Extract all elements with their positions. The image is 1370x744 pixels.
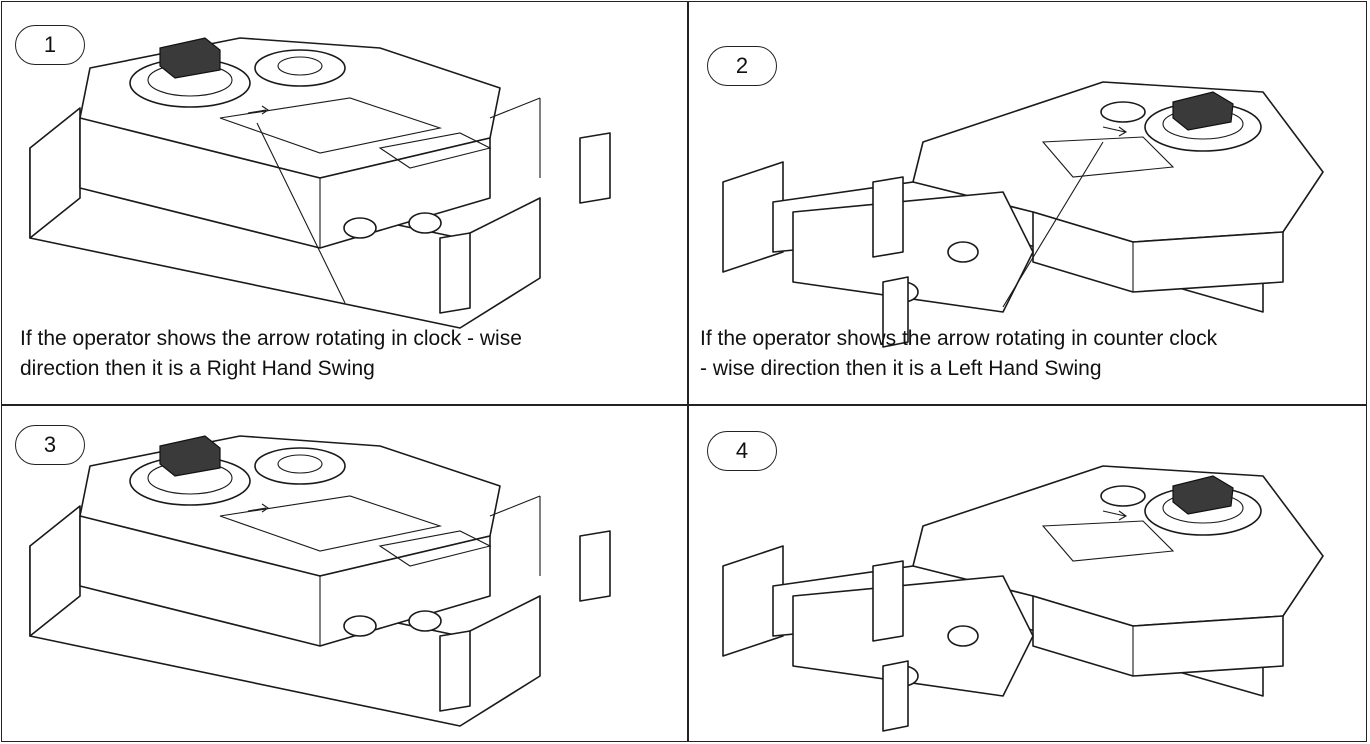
caption-line-1: If the operator shows the arrow rotating… bbox=[700, 327, 1218, 350]
panel-4: 4 bbox=[688, 406, 1368, 742]
panel-number-badge: 4 bbox=[707, 431, 777, 471]
panel-1: 1 If the operator shows the arrow rotati… bbox=[2, 2, 687, 404]
rotation-arrow-icon bbox=[1102, 510, 1128, 521]
caption-line-2: - wise direction then it is a Left Hand … bbox=[700, 357, 1102, 380]
clockwise-arrow-icon bbox=[247, 105, 269, 115]
panel-number-badge: 2 bbox=[707, 46, 777, 86]
leader-line bbox=[256, 122, 346, 304]
panel-2: 2 If the operator shows the arrow rotati… bbox=[688, 2, 1368, 404]
rotation-arrow-icon bbox=[247, 503, 269, 513]
panel-number-badge: 3 bbox=[15, 425, 85, 465]
leader-line bbox=[1002, 141, 1104, 308]
caption-line-2: direction then it is a Right Hand Swing bbox=[20, 357, 375, 380]
operator-drawing-3 bbox=[29, 435, 611, 727]
operator-drawing-right-hand-arrow bbox=[29, 37, 611, 329]
operator-drawing-4 bbox=[722, 465, 1324, 732]
caption-line-1: If the operator shows the arrow rotating… bbox=[20, 327, 522, 350]
operator-drawing-left-hand-arrow bbox=[722, 81, 1324, 348]
panel-3: 3 bbox=[2, 406, 687, 742]
panel-number-badge: 1 bbox=[15, 25, 85, 65]
grid-vertical-divider bbox=[687, 2, 689, 741]
grid-horizontal-divider bbox=[2, 404, 1366, 406]
panel-caption: If the operator shows the arrow rotating… bbox=[700, 324, 1217, 384]
panel-caption: If the operator shows the arrow rotating… bbox=[20, 324, 522, 384]
counter-clockwise-arrow-icon bbox=[1102, 126, 1128, 137]
